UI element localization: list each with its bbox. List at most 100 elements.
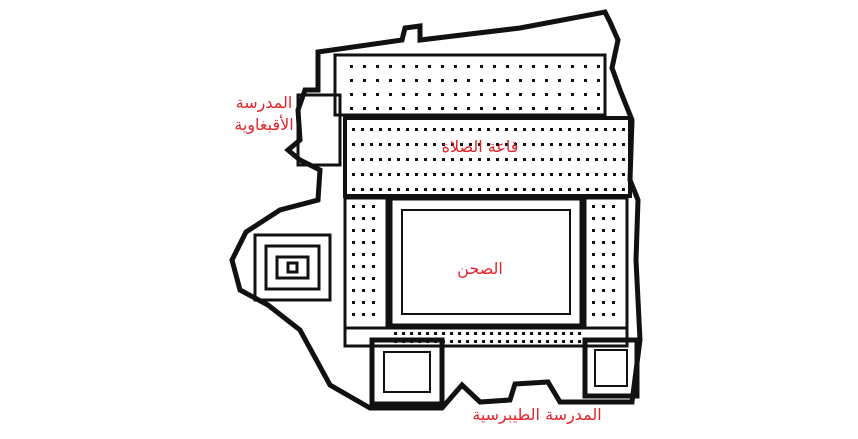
pillar — [428, 65, 431, 68]
pillar — [376, 93, 379, 96]
pillar — [602, 205, 605, 208]
pillar — [352, 313, 355, 316]
pillar — [487, 173, 490, 176]
pillar — [454, 79, 457, 82]
pillar — [592, 301, 595, 304]
pillar — [604, 143, 607, 146]
pillar — [584, 93, 587, 96]
pillar — [546, 340, 549, 343]
pillar — [415, 65, 418, 68]
pillar — [442, 128, 445, 131]
pillar — [505, 128, 508, 131]
pillar — [602, 277, 605, 280]
pillar — [451, 158, 454, 161]
pillar — [612, 277, 615, 280]
pillar — [372, 253, 375, 256]
label-madrasa-aqbughawiya-line1: المدرسة — [235, 93, 293, 112]
outer-wall — [229, 9, 643, 411]
pillar — [612, 289, 615, 292]
pillar — [602, 301, 605, 304]
pillar — [602, 265, 605, 268]
pillar — [402, 65, 405, 68]
pillar — [350, 65, 353, 68]
pillar — [546, 332, 549, 335]
pillar — [394, 340, 397, 343]
pillar — [363, 107, 366, 110]
pillar — [370, 158, 373, 161]
pillar — [454, 65, 457, 68]
pillar — [442, 188, 445, 191]
pillar — [352, 128, 355, 131]
pillar — [466, 340, 469, 343]
pillar — [362, 277, 365, 280]
pillar — [592, 217, 595, 220]
pillar — [402, 79, 405, 82]
pillar — [434, 332, 437, 335]
pillar — [612, 253, 615, 256]
pillar — [388, 128, 391, 131]
pillar — [493, 65, 496, 68]
pillar — [415, 188, 418, 191]
courtyard-outer-frame — [387, 195, 585, 329]
pillar — [562, 340, 565, 343]
pillar — [451, 188, 454, 191]
pillar — [586, 188, 589, 191]
pillar — [493, 79, 496, 82]
pillar — [458, 332, 461, 335]
pillar — [592, 241, 595, 244]
pillar — [415, 143, 418, 146]
pillar — [410, 332, 413, 335]
pillar — [441, 65, 444, 68]
pillar — [363, 93, 366, 96]
pillar — [592, 265, 595, 268]
pillar — [352, 188, 355, 191]
pillar — [402, 93, 405, 96]
pillar — [506, 79, 509, 82]
pillar — [388, 143, 391, 146]
pillar — [418, 332, 421, 335]
pillar — [578, 332, 581, 335]
pillar — [602, 241, 605, 244]
pillar — [577, 128, 580, 131]
pillar — [487, 158, 490, 161]
pillar — [478, 128, 481, 131]
pillar — [442, 340, 445, 343]
pillar — [558, 79, 561, 82]
pillar — [469, 173, 472, 176]
pillar — [595, 158, 598, 161]
taybarsiya-room-west — [369, 337, 445, 407]
pillar — [397, 128, 400, 131]
pillar — [352, 217, 355, 220]
pillar — [541, 173, 544, 176]
pillar — [372, 277, 375, 280]
pillar — [418, 340, 421, 343]
pillar — [505, 173, 508, 176]
pillar — [577, 158, 580, 161]
pillar — [496, 128, 499, 131]
pillar — [467, 65, 470, 68]
pillar — [545, 65, 548, 68]
label-madrasa-taybarsiya: المدرسة الطيبرسية — [472, 405, 602, 424]
pillar — [451, 128, 454, 131]
pillar — [362, 289, 365, 292]
pillar — [558, 107, 561, 110]
pillar — [352, 301, 355, 304]
pillar — [571, 79, 574, 82]
pillar — [415, 173, 418, 176]
pillar — [362, 217, 365, 220]
pillar — [554, 332, 557, 335]
pillar — [450, 340, 453, 343]
pillar — [586, 143, 589, 146]
pillar — [362, 205, 365, 208]
pillar — [592, 277, 595, 280]
pillar — [467, 79, 470, 82]
pillar — [612, 205, 615, 208]
pillar — [522, 340, 525, 343]
pillar — [545, 107, 548, 110]
pillar — [604, 158, 607, 161]
pillar — [597, 93, 600, 96]
pillar — [530, 332, 533, 335]
taybarsiya-room-east-inner — [594, 349, 628, 387]
courtyard-inner-frame — [401, 209, 571, 315]
